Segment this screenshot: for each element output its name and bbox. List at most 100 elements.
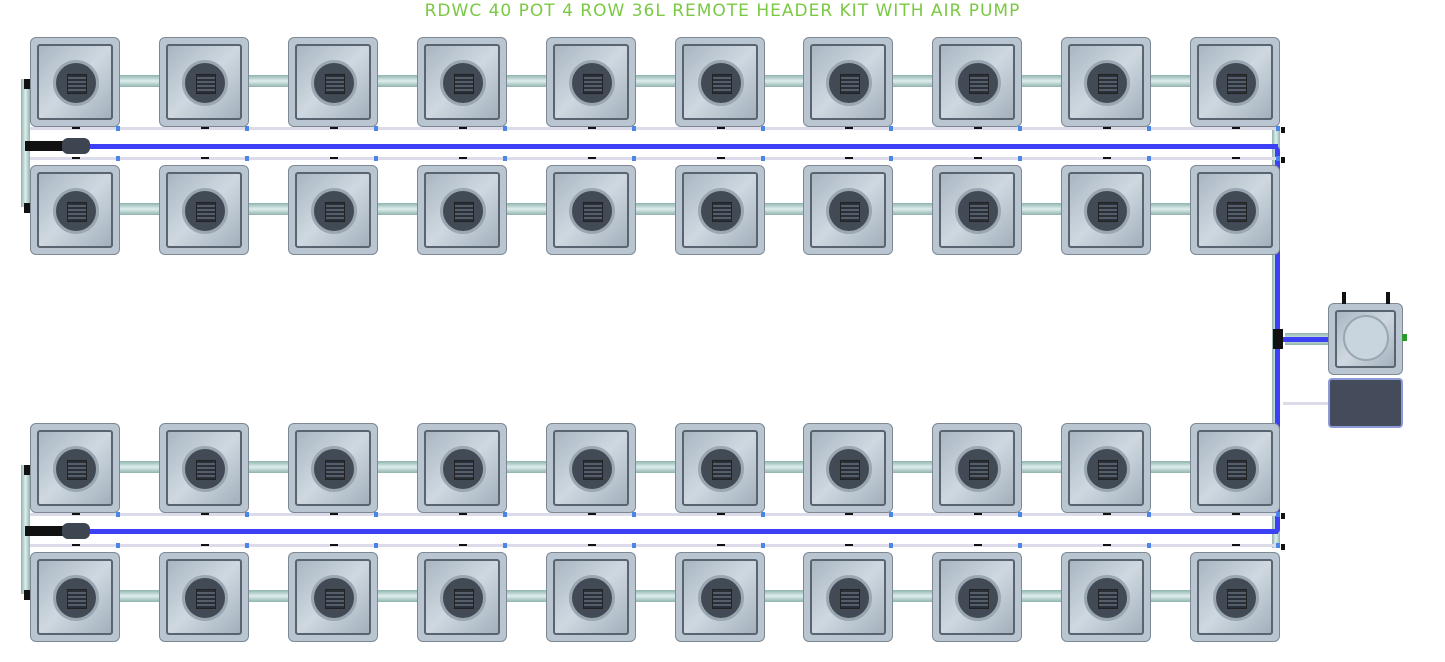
net-pot-icon (1227, 202, 1248, 222)
net-pot-icon (1098, 589, 1119, 609)
clip-mark (587, 544, 596, 546)
drain-fitting (1276, 126, 1281, 131)
pot-r3-c1 (30, 423, 120, 513)
drain-fitting (889, 156, 894, 161)
pot-r1-c5 (545, 37, 636, 127)
pot-lid (568, 575, 615, 621)
clip-mark (974, 127, 983, 129)
clip-mark (329, 157, 338, 159)
drain-fitting (1276, 543, 1281, 548)
drain-fitting (244, 512, 249, 517)
pot-lid (1084, 188, 1131, 234)
drain-fitting (116, 512, 120, 517)
net-pot-icon (582, 589, 603, 609)
pot-r4-c10 (1190, 552, 1281, 642)
drain-fitting (373, 543, 378, 548)
drain-fitting (631, 156, 636, 161)
pot-lid (310, 446, 357, 492)
pot-lid (1213, 575, 1260, 621)
left-elbow-top (24, 79, 30, 89)
clip-mark (329, 544, 338, 546)
clip-mark (587, 157, 596, 159)
drain-fitting (760, 543, 765, 548)
drain-fitting (1018, 512, 1023, 517)
pot-rim (294, 430, 371, 506)
pot-r2-c5 (545, 165, 636, 255)
pot-r4-c9 (1061, 552, 1152, 642)
drain-line-upper (30, 513, 1280, 516)
pot-lid (697, 60, 744, 106)
net-pot-icon (711, 589, 732, 609)
pot-r3-c5 (545, 423, 636, 513)
clip-mark (72, 544, 80, 546)
clip-mark (716, 127, 725, 129)
pot-lid (697, 446, 744, 492)
drain-fitting (1018, 543, 1023, 548)
clip-mark (845, 127, 854, 129)
pot-r1-c7 (803, 37, 894, 127)
pot-lid (53, 446, 99, 492)
net-pot-icon (1227, 460, 1248, 480)
pot-lid (181, 446, 228, 492)
clip-mark (329, 127, 338, 129)
drain-fitting (373, 512, 378, 517)
pot-lid (826, 575, 873, 621)
drain-fitting (889, 543, 894, 548)
air-stone-connector (62, 523, 90, 539)
pot-r1-c10 (1190, 37, 1281, 127)
net-pot-icon (1227, 589, 1248, 609)
net-pot-icon (195, 202, 216, 222)
net-pot-icon (195, 589, 216, 609)
drain-fitting (1276, 512, 1281, 517)
coupler-fitting (25, 141, 65, 151)
clip-mark (845, 513, 854, 515)
clip-mark (1103, 157, 1112, 159)
clip-mark (200, 127, 209, 129)
net-pot-icon (1227, 74, 1248, 94)
pot-lid (181, 575, 228, 621)
pot-r2-c3 (287, 165, 378, 255)
pot-rim (939, 172, 1016, 248)
pot-r2-c4 (416, 165, 507, 255)
pot-lid (53, 188, 99, 234)
pot-r1-c2 (158, 37, 249, 127)
pot-lid (955, 188, 1002, 234)
air-line-to-header (1278, 337, 1330, 342)
right-tee-upper (1281, 513, 1285, 519)
air-line-horizontal (90, 529, 1278, 534)
pot-lid (826, 188, 873, 234)
pot-r2-c7 (803, 165, 894, 255)
drain-fitting (1147, 156, 1152, 161)
pot-lid (826, 60, 873, 106)
clip-mark (1232, 157, 1241, 159)
air-line-horizontal (90, 144, 1278, 149)
pot-rim (165, 172, 242, 248)
header-drain-valve (1402, 334, 1407, 341)
net-pot-icon (711, 460, 732, 480)
clip-mark (1232, 127, 1241, 129)
net-pot-icon (840, 202, 861, 222)
left-elbow-top (24, 465, 30, 475)
pot-r2-c8 (932, 165, 1023, 255)
pot-lid (568, 188, 615, 234)
pot-r4-c5 (545, 552, 636, 642)
pot-r4-c7 (803, 552, 894, 642)
clip-mark (458, 127, 467, 129)
pot-r3-c10 (1190, 423, 1281, 513)
pot-r4-c6 (674, 552, 765, 642)
net-pot-icon (453, 202, 474, 222)
pot-r3-c7 (803, 423, 894, 513)
drain-fitting (1018, 156, 1023, 161)
net-pot-icon (67, 74, 87, 94)
clip-mark (716, 544, 725, 546)
pot-lid (310, 575, 357, 621)
pump-line (1283, 402, 1329, 405)
pot-r4-c2 (158, 552, 249, 642)
drain-fitting (373, 126, 378, 131)
pot-lid (955, 446, 1002, 492)
pot-r3-c3 (287, 423, 378, 513)
pot-lid (439, 60, 486, 106)
pot-r3-c6 (674, 423, 765, 513)
header-outlet-left (1342, 292, 1346, 304)
net-pot-icon (711, 202, 732, 222)
